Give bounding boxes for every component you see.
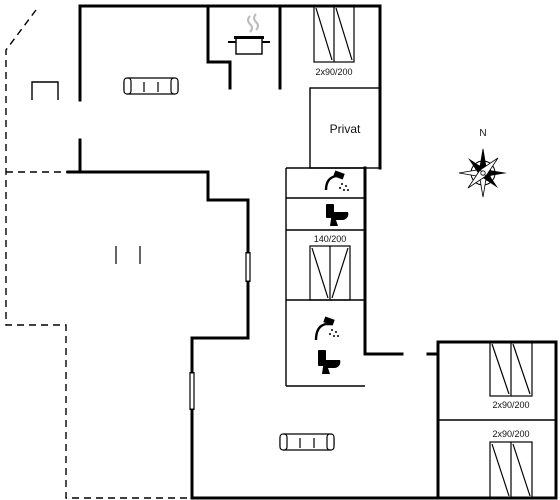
terrace-outline — [5, 9, 192, 499]
bed-label-top: 2x90/200 — [315, 67, 352, 77]
kitchen-icon — [228, 13, 270, 55]
bed-label-right-lower: 2x90/200 — [492, 429, 529, 439]
bed-label-middle: 140/200 — [314, 234, 347, 244]
openings — [115, 246, 251, 410]
sofa-icon — [279, 433, 335, 451]
sofa-icon — [123, 77, 179, 95]
toilet-icon — [326, 204, 349, 226]
compass-north-label: N — [479, 128, 486, 139]
compass-rose-icon: N — [458, 128, 507, 198]
shower-icon — [314, 316, 339, 341]
bed-icon — [489, 341, 533, 397]
fireplace — [31, 81, 59, 100]
shower-icon — [324, 170, 349, 191]
bed-icon — [489, 441, 533, 499]
bed-icon — [309, 245, 351, 301]
private-room-label: Privat — [330, 122, 361, 136]
toilet-icon — [318, 350, 341, 374]
bed-icon — [313, 5, 355, 63]
bed-label-right-upper: 2x90/200 — [492, 400, 529, 410]
